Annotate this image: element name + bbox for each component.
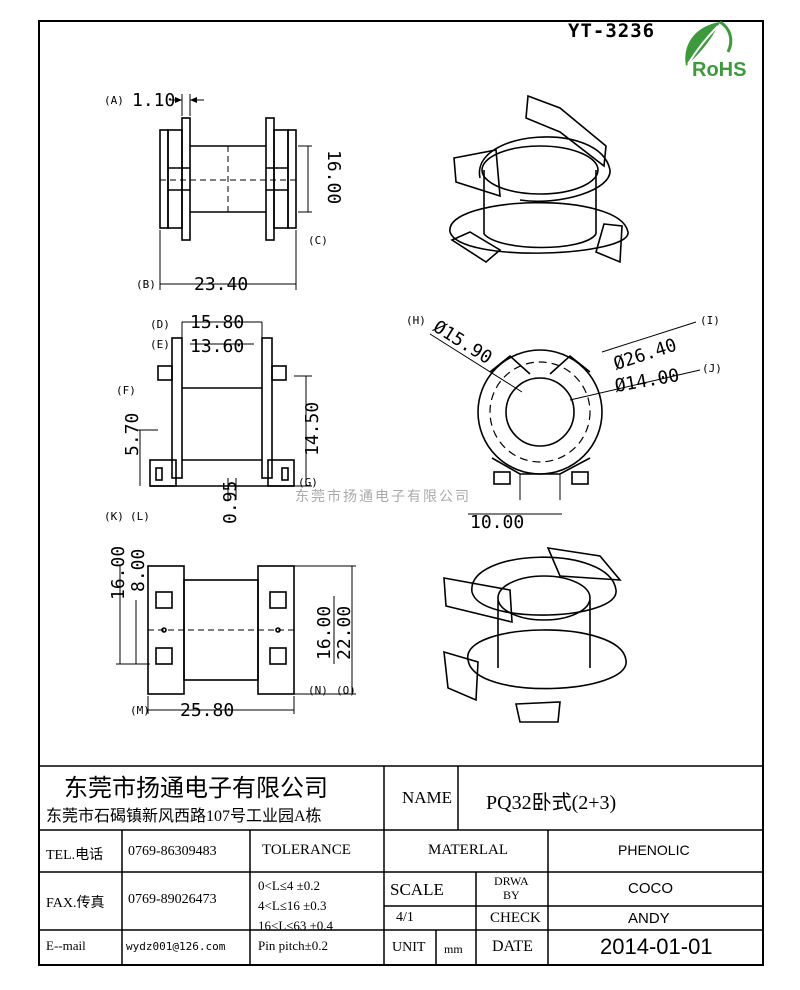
- tolerance-table: 0<L≤4 ±0.2 4<L≤16 ±0.3 16<L≤63 ±0.4 Pin …: [258, 876, 333, 956]
- view-front-middle: [136, 321, 312, 500]
- company-address: 东莞市石碣镇新风西路107号工业园A栋: [46, 808, 322, 825]
- date-value: 2014-01-01: [600, 934, 713, 959]
- dim-g-value: 14.50: [302, 402, 323, 456]
- tel-value[interactable]: 0769-86309483: [128, 844, 217, 859]
- dim-e-value: 13.60: [190, 336, 244, 357]
- material-label: MATERLAL: [428, 842, 508, 858]
- dim-c-value: 16.00: [323, 150, 344, 204]
- dim-i-tag: (I): [700, 314, 720, 327]
- rohs-logo: RoHS: [685, 20, 746, 80]
- dim-a-value: 1.10: [132, 90, 175, 111]
- dim-f-value: 5.70: [122, 413, 143, 456]
- isometric-view-top: [449, 94, 629, 264]
- dim-b-value: 23.40: [194, 274, 248, 295]
- dim-d-value: 15.80: [190, 312, 244, 333]
- dim-n-tag: (N): [308, 684, 328, 697]
- dim-m-value: 25.80: [180, 700, 234, 721]
- tolerance-line-4: Pin pitch±0.2: [258, 938, 328, 953]
- drwa-value: COCO: [628, 880, 673, 897]
- company-name: 东莞市扬通电子有限公司: [64, 776, 328, 802]
- material-value: PHENOLIC: [618, 842, 690, 858]
- dim-g-tag: (G): [298, 476, 318, 489]
- fax-label: FAX.传真: [46, 896, 105, 911]
- dim-e-tag: (E): [150, 338, 170, 351]
- scale-value: 4/1: [396, 910, 414, 925]
- email-label: E--mail: [46, 938, 86, 953]
- dim-c-tag: (C): [308, 234, 328, 247]
- dim-n-value: 16.00: [314, 606, 335, 660]
- dim-d-tag: (D): [150, 318, 170, 331]
- dim-h-tag: (H): [406, 314, 426, 327]
- dim-j-tag: (J): [702, 362, 722, 375]
- view-side-top: [159, 94, 312, 290]
- dim-1000-value: 10.00: [470, 512, 524, 533]
- dim-m-tag: (M): [130, 704, 150, 717]
- drawing-frame: [38, 20, 764, 966]
- dim-h-value: Ø15.90: [429, 316, 495, 368]
- fax-value: 0769-89026473: [128, 892, 217, 907]
- name-value: PQ32卧式(2+3): [486, 792, 617, 814]
- drwa-label: DRWA BY: [494, 874, 529, 902]
- date-label: DATE: [492, 938, 533, 955]
- check-label: CHECK: [490, 910, 541, 926]
- isometric-view-bottom: [443, 546, 627, 723]
- dim-f-tag: (F): [116, 384, 136, 397]
- dim-o-tag: (O): [336, 684, 356, 697]
- tolerance-line-2: 4<L≤16 ±0.3: [258, 898, 327, 913]
- dim-l-tag: (L): [130, 510, 150, 523]
- dim-095-value: 0.95: [220, 481, 241, 524]
- unit-label: UNIT: [392, 940, 426, 955]
- view-top-bottom: [116, 565, 356, 714]
- check-value: ANDY: [628, 910, 670, 927]
- dim-b-tag: (B): [136, 278, 156, 291]
- technical-drawing: (A) 1.10 (B) 23.40 16.00 (C) (D) 15.80 (…: [104, 90, 722, 723]
- tel-label: TEL.电话: [46, 848, 104, 863]
- dim-a-tag: (A): [104, 94, 124, 107]
- name-label: NAME: [402, 788, 453, 807]
- scale-label: SCALE: [390, 880, 444, 899]
- tolerance-label: TOLERANCE: [262, 842, 351, 858]
- dim-o-value: 22.00: [334, 606, 355, 660]
- dim-l-value: 8.00: [128, 549, 149, 592]
- tolerance-line-1: 0<L≤4 ±0.2: [258, 878, 321, 893]
- rohs-text: RoHS: [692, 59, 746, 80]
- part-code: YT-3236: [568, 20, 656, 42]
- email-value[interactable]: wydz001@126.com: [126, 940, 226, 953]
- dim-k-value: 16.00: [108, 546, 129, 600]
- dim-k-tag: (K): [104, 510, 124, 523]
- tolerance-line-3: 16<L≤63 ±0.4: [258, 918, 334, 933]
- watermark: 东莞市扬通电子有限公司: [295, 489, 471, 505]
- unit-value: mm: [444, 942, 463, 956]
- cross-section-view: [429, 321, 701, 515]
